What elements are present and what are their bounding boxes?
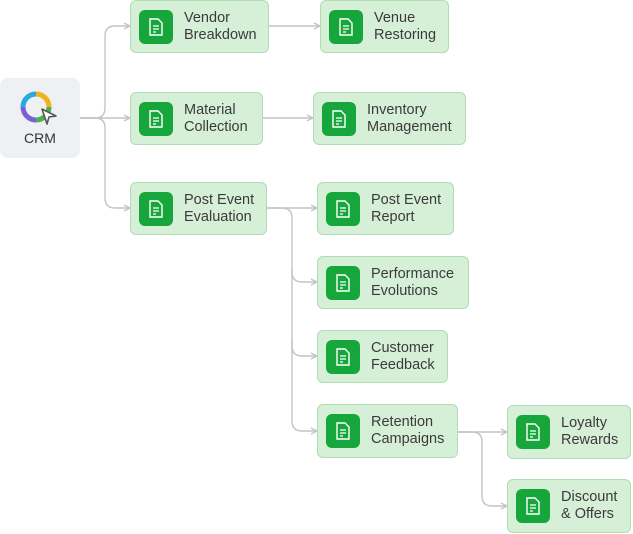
node-label: Post Event Evaluation	[184, 191, 255, 225]
document-icon	[326, 414, 360, 448]
node-label: Discount & Offers	[561, 489, 618, 522]
crm-root-node[interactable]: CRM	[0, 78, 80, 158]
connector-evaluation-performance	[267, 207, 317, 282]
document-icon	[329, 9, 363, 44]
node-label: Loyalty Rewards	[561, 415, 619, 448]
document-icon	[516, 415, 550, 449]
node-label: Vendor Breakdown	[184, 9, 257, 43]
connector-crm-vendor	[80, 26, 130, 119]
node-vendor-breakdown[interactable]: Vendor Breakdown	[130, 0, 269, 53]
node-post-event-evaluation[interactable]: Post Event Evaluation	[130, 182, 267, 235]
document-icon	[326, 265, 360, 300]
document-icon	[139, 191, 173, 226]
node-performance-evolutions[interactable]: Performance Evolutions	[317, 256, 469, 309]
node-retention-campaigns[interactable]: Retention Campaigns	[317, 404, 458, 458]
node-label: Retention Campaigns	[371, 414, 445, 447]
node-customer-feedback[interactable]: Customer Feedback	[317, 330, 448, 383]
connector-evaluation-retention	[291, 340, 317, 431]
crm-logo-icon	[20, 91, 57, 125]
node-inventory-management[interactable]: Inventory Management	[313, 92, 466, 145]
document-icon	[326, 191, 360, 226]
document-icon	[139, 9, 173, 44]
document-icon	[326, 339, 360, 374]
node-label: Performance Evolutions	[371, 265, 455, 299]
connector-evaluation-feedback	[291, 270, 317, 356]
connector-crm-post-event	[80, 117, 130, 208]
node-discount-offers[interactable]: Discount & Offers	[507, 479, 631, 533]
node-label: Customer Feedback	[371, 339, 435, 373]
node-label: Post Event Report	[371, 191, 442, 225]
crm-label: CRM	[24, 130, 56, 146]
node-post-event-report[interactable]: Post Event Report	[317, 182, 454, 235]
node-material-collection[interactable]: Material Collection	[130, 92, 263, 145]
document-icon	[516, 489, 550, 523]
document-icon	[139, 101, 173, 136]
node-venue-restoring[interactable]: Venue Restoring	[320, 0, 449, 53]
connector-retention-discount	[457, 431, 507, 506]
document-icon	[322, 101, 356, 136]
node-loyalty-rewards[interactable]: Loyalty Rewards	[507, 405, 631, 459]
node-label: Venue Restoring	[374, 9, 437, 43]
node-label: Inventory Management	[367, 101, 452, 135]
node-label: Material Collection	[184, 101, 248, 135]
